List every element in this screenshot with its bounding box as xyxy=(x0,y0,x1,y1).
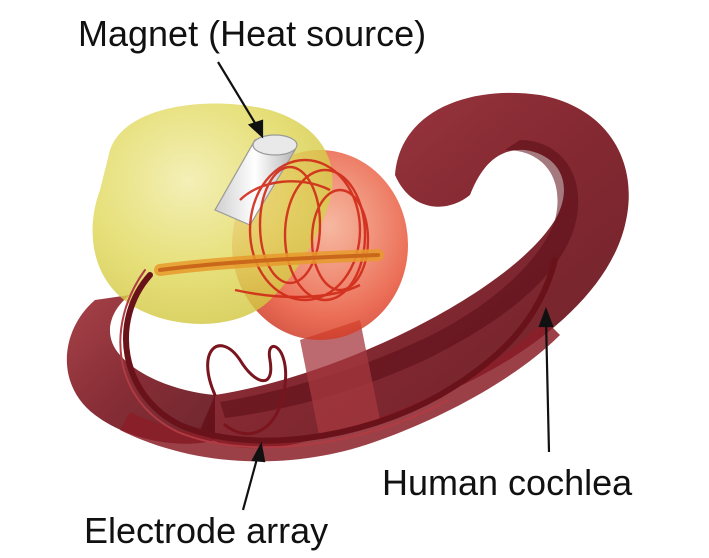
cochlea-label: Human cochlea xyxy=(382,462,633,503)
cochlea-inner-canal xyxy=(220,140,579,418)
electrode-array xyxy=(119,249,558,449)
magnet-arrowhead xyxy=(247,119,264,139)
pointer-arrows xyxy=(217,61,554,511)
magnet-arrow xyxy=(217,61,259,129)
cochlea-basal-turn xyxy=(66,295,216,444)
electrode-arrow xyxy=(241,454,260,511)
cochlea-arrowhead xyxy=(538,306,554,328)
electrode-arrowhead xyxy=(251,441,266,463)
coil-wires xyxy=(234,158,370,302)
magnet-label: Magnet (Heat source) xyxy=(78,13,427,54)
cochlea-cut-section xyxy=(300,320,380,440)
magnet-cylinder xyxy=(214,134,298,226)
cochlea-arrow xyxy=(544,319,551,453)
electrode-label: Electrode array xyxy=(84,510,329,551)
